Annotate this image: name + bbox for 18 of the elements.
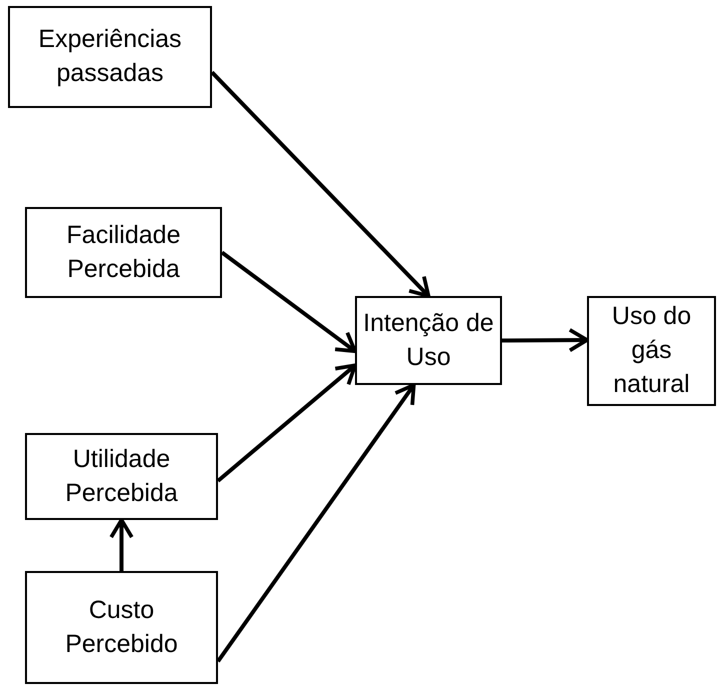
box-label: Experiências passadas [37,24,183,89]
arrow [210,70,430,298]
box-label: Intenção de Uso [363,308,494,372]
box-label: Facilidade Percebida [66,220,182,284]
process-box [587,296,716,406]
box-label: Custo Percebido [64,594,179,660]
arrow [216,364,357,482]
arrow [220,250,357,354]
box-label: Utilidade Percebida [64,444,179,508]
arrow [109,518,134,571]
box-label: Uso do gás natural [610,301,692,400]
process-box [25,207,222,298]
process-box [25,433,218,520]
process-box [8,6,212,108]
arrow [502,328,589,352]
arrow [216,383,416,663]
process-box [25,571,218,684]
process-box [355,296,502,385]
